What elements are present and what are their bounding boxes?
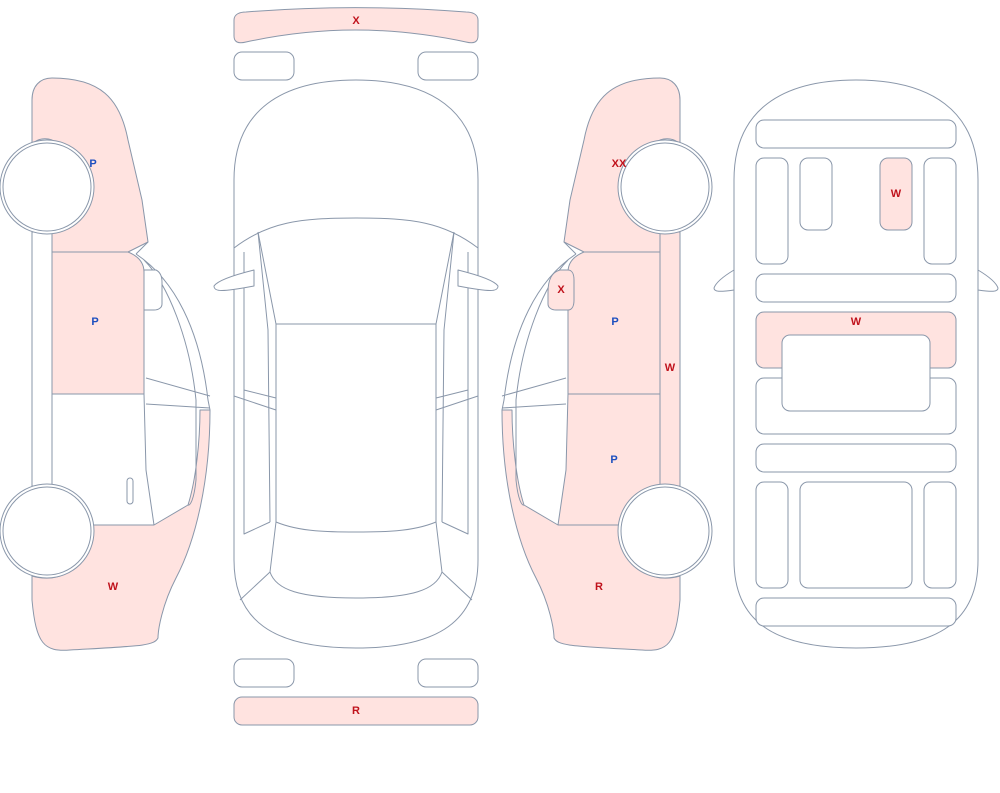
- interior-right-mirror[interactable]: [977, 269, 999, 292]
- interior-left-mirror[interactable]: [713, 269, 735, 292]
- interior-view: W W: [713, 79, 999, 649]
- right-side-view: XX X P W P R: [501, 77, 713, 651]
- right-mirror-top[interactable]: [457, 269, 499, 291]
- front-left-headlight[interactable]: [233, 51, 295, 81]
- right-front-wheel[interactable]: [620, 142, 710, 232]
- right-rear-wheel[interactable]: [620, 486, 710, 576]
- interior-rear-right[interactable]: [923, 481, 957, 589]
- rear-bumper-code: R: [352, 705, 360, 717]
- interior-right-pillar[interactable]: [923, 157, 957, 265]
- interior-cargo-area[interactable]: [799, 481, 913, 589]
- left-rear-quarter-code: W: [108, 581, 119, 593]
- interior-front-seat-panel[interactable]: [879, 157, 913, 231]
- interior-dashboard[interactable]: [755, 119, 957, 149]
- left-front-door-code: P: [91, 316, 98, 328]
- trunk-lines: [239, 571, 473, 601]
- top-view: X R: [213, 7, 499, 726]
- front-right-headlight[interactable]: [417, 51, 479, 81]
- left-front-door-panel[interactable]: [51, 251, 145, 395]
- right-front-door-panel[interactable]: [567, 251, 661, 395]
- interior-seat-code: W: [891, 188, 902, 200]
- interior-rear-row[interactable]: [755, 443, 957, 473]
- car-body-outline: [233, 79, 479, 649]
- left-roof-pillar-outline: [135, 241, 211, 506]
- right-front-door-code: P: [611, 316, 618, 328]
- right-mirror-panel[interactable]: [547, 269, 575, 311]
- roof-panel[interactable]: [275, 324, 437, 533]
- right-roof-pillar-outline: [501, 241, 577, 506]
- rear-bumper-panel[interactable]: [233, 696, 479, 726]
- right-rocker-code: W: [665, 362, 676, 374]
- interior-body-outline: [733, 79, 979, 649]
- right-mirror-code: X: [557, 284, 565, 296]
- left-rear-wheel[interactable]: [2, 486, 92, 576]
- left-front-fender-code: P: [89, 158, 96, 170]
- interior-trunk-floor[interactable]: [755, 597, 957, 627]
- front-bumper-code: X: [352, 15, 360, 27]
- right-front-fender-code: XX: [612, 158, 627, 170]
- left-mirror-outline[interactable]: [143, 269, 163, 311]
- windshield[interactable]: [257, 231, 455, 325]
- front-bumper-panel[interactable]: [233, 7, 479, 44]
- left-mirror-top[interactable]: [213, 269, 255, 291]
- left-side-view: P P W: [0, 77, 211, 651]
- rear-right-taillight[interactable]: [417, 658, 479, 688]
- interior-rear-left[interactable]: [755, 481, 789, 589]
- interior-console-code: W: [851, 316, 862, 328]
- right-rear-door-code: P: [610, 454, 617, 466]
- rear-window[interactable]: [269, 521, 443, 599]
- left-door-handle[interactable]: [126, 477, 134, 505]
- interior-left-pillar[interactable]: [755, 157, 789, 265]
- hood-line: [233, 217, 479, 249]
- right-pillar-lines: [435, 231, 479, 535]
- left-rocker-panel[interactable]: [31, 231, 53, 487]
- left-pillar-lines: [233, 231, 277, 535]
- interior-center-tray[interactable]: [781, 334, 931, 412]
- interior-front-row[interactable]: [755, 273, 957, 303]
- right-rocker-panel[interactable]: [659, 231, 681, 487]
- left-front-wheel[interactable]: [2, 142, 92, 232]
- rear-left-taillight[interactable]: [233, 658, 295, 688]
- interior-steering-area[interactable]: [799, 157, 833, 231]
- right-rear-quarter-code: R: [595, 581, 603, 593]
